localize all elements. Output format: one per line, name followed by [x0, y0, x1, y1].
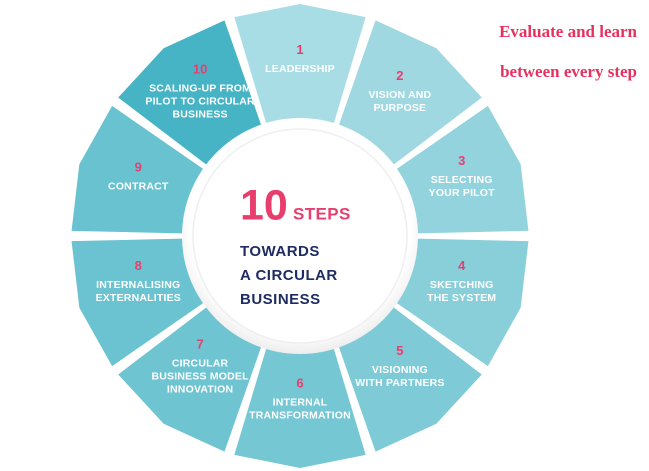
segment-number-7: 7: [196, 336, 203, 351]
segment-number-10: 10: [193, 61, 207, 76]
segment-label-7-line-3: INNOVATION: [167, 383, 233, 395]
wheel-segment-10[interactable]: [118, 20, 263, 168]
segment-label-10-line-2: PILOT TO CIRCULAR: [145, 95, 255, 107]
segment-label-5-line-1: VISIONING: [372, 364, 428, 376]
wheel-segment-9[interactable]: [71, 105, 208, 234]
segment-label-1-line-1: LEADERSHIP: [265, 63, 335, 75]
center-steps-word: STEPS: [293, 204, 351, 223]
center-subtitle-line2: A CIRCULAR: [240, 267, 338, 284]
segment-label-9-line-1: CONTRACT: [108, 180, 169, 192]
segment-label-2-line-1: VISION AND: [368, 89, 431, 101]
wheel-segment-4[interactable]: [392, 238, 529, 367]
segment-label-3-line-1: SELECTING: [431, 174, 493, 186]
center-subtitle-line1: TOWARDS: [240, 243, 320, 260]
segment-label-8-line-2: EXTERNALITIES: [96, 292, 181, 304]
segment-label-8-line-1: INTERNALISING: [96, 279, 180, 291]
segment-label-7-line-2: BUSINESS MODEL: [151, 370, 249, 382]
segment-label-6-line-1: INTERNAL: [273, 396, 328, 408]
segment-number-2: 2: [396, 68, 403, 83]
wheel-segment-3[interactable]: [392, 105, 529, 234]
wheel-segment-6[interactable]: [234, 344, 366, 468]
segment-label-7-line-1: CIRCULAR: [172, 357, 229, 369]
segment-number-8: 8: [135, 258, 142, 273]
annotation-note: Evaluate and learn between every step: [499, 2, 637, 102]
wheel-segment-7[interactable]: [118, 304, 263, 452]
wheel-segment-2[interactable]: [337, 20, 482, 168]
wheel-segments: [71, 4, 529, 468]
segment-label-4-line-2: THE SYSTEM: [427, 292, 496, 304]
wheel-segment-8[interactable]: [71, 238, 208, 367]
wheel-segment-1[interactable]: [234, 4, 366, 128]
center-number: 10: [240, 181, 288, 229]
wheel-segment-5[interactable]: [337, 304, 482, 452]
segment-label-10-line-3: BUSINESS: [172, 108, 227, 120]
segment-label-2-line-2: PURPOSE: [374, 102, 427, 114]
segment-label-6-line-2: TRANSFORMATION: [249, 409, 351, 421]
center-disc: [192, 128, 408, 344]
segment-label-3-line-2: YOUR PILOT: [429, 187, 496, 199]
segment-number-9: 9: [135, 159, 142, 174]
annotation-line-1: Evaluate and learn: [499, 22, 637, 42]
segment-label-5-line-2: WITH PARTNERS: [355, 377, 444, 389]
center-subtitle-line3: BUSINESS: [240, 291, 321, 308]
segment-number-6: 6: [296, 375, 303, 390]
annotation-line-2: between every step: [500, 62, 637, 82]
segment-number-3: 3: [458, 153, 465, 168]
segment-number-4: 4: [458, 258, 466, 273]
segment-number-5: 5: [396, 343, 403, 358]
segment-label-4-line-1: SKETCHING: [430, 279, 494, 291]
segment-number-1: 1: [296, 42, 303, 57]
segment-label-10-line-1: SCALING-UP FROM: [149, 82, 251, 94]
